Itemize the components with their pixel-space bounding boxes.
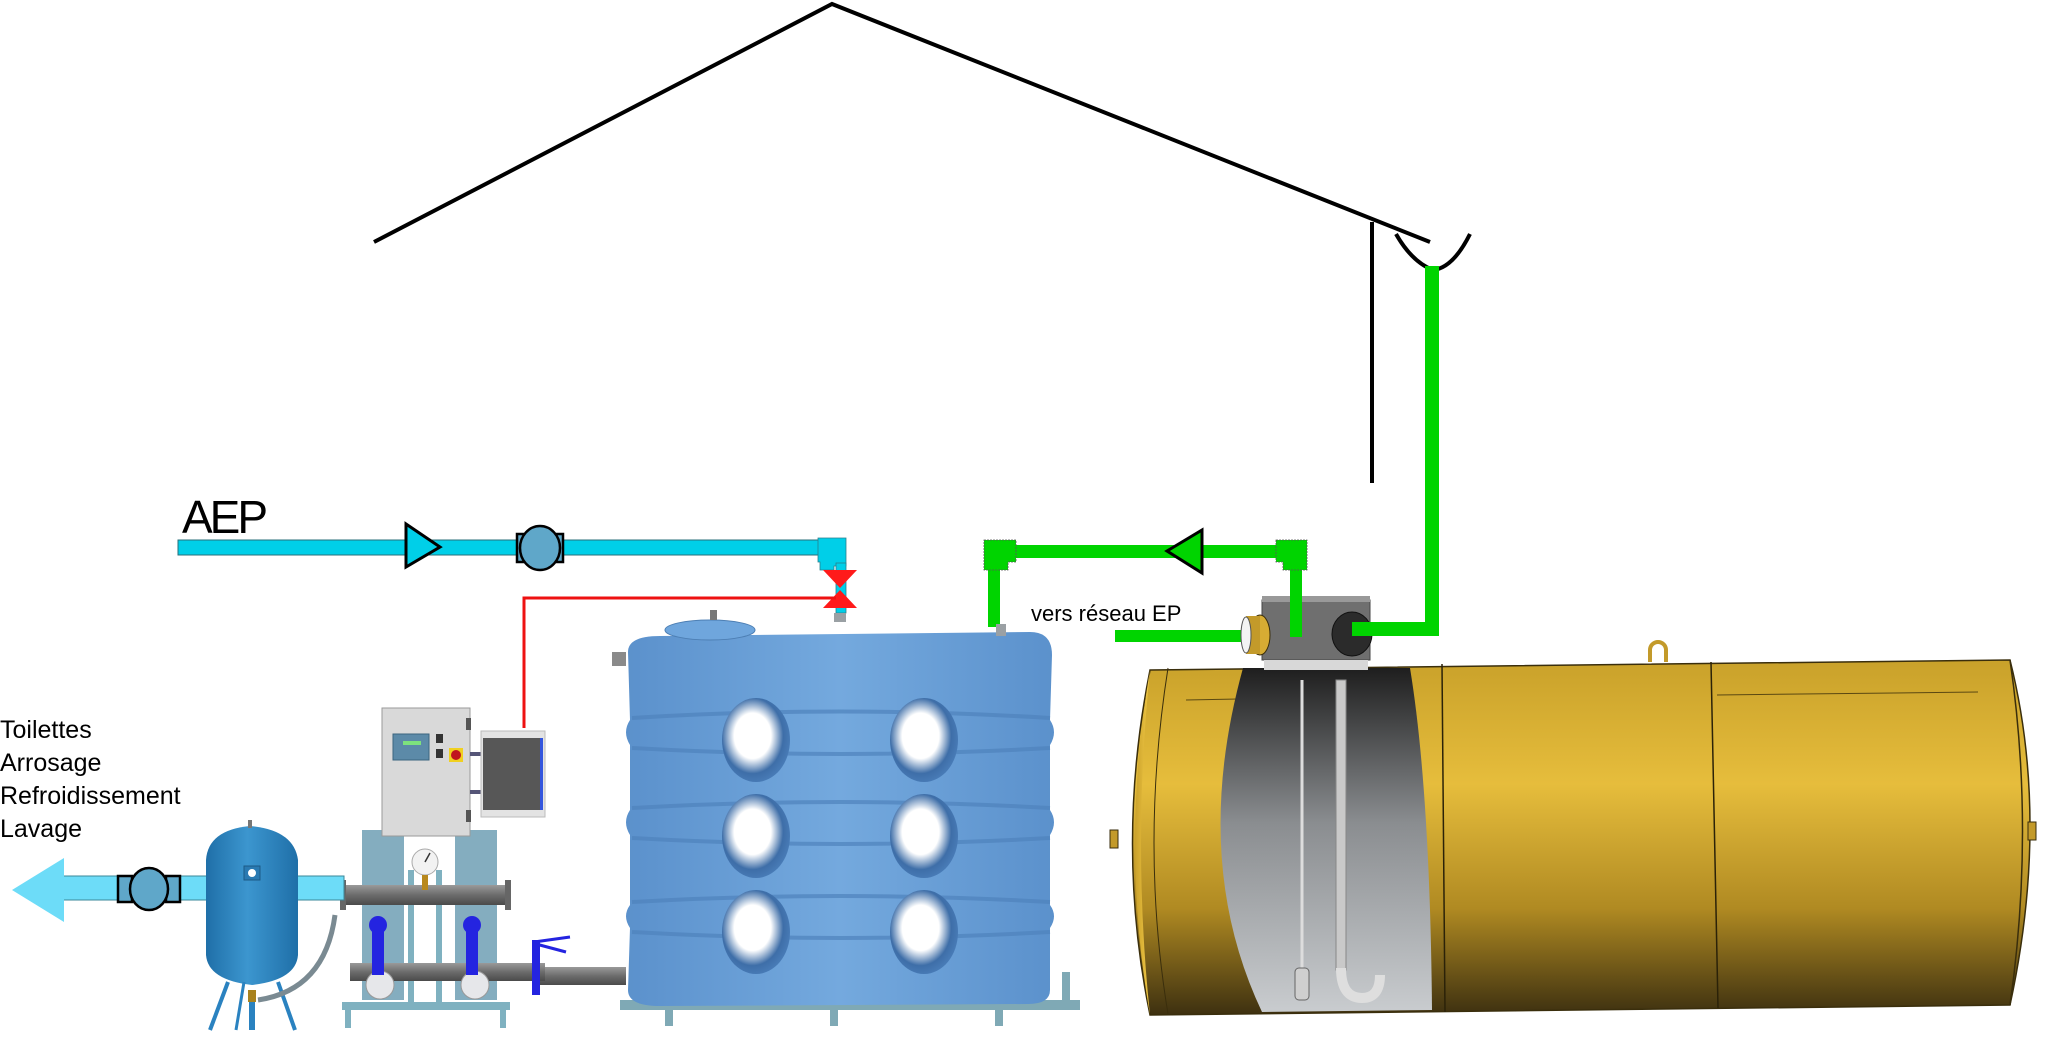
flow-direction-arrow-right (404, 521, 443, 570)
filter-riser-front (1290, 580, 1302, 637)
buffer-tank (612, 610, 1080, 1026)
control-cabinet (381, 707, 471, 837)
rainwater-piping (983, 266, 1439, 642)
green-drop-pipe (988, 555, 1000, 627)
aep-tank-nozzle (834, 613, 846, 622)
tank-ribs (631, 709, 1051, 940)
aep-pipe (177, 539, 834, 556)
suction-pipe (540, 967, 626, 985)
underground-tank (1109, 640, 2037, 1016)
green-elbow-right (1275, 539, 1308, 571)
outlet-line (12, 820, 345, 1031)
level-display (470, 730, 546, 818)
usage-item: Toilettes (0, 716, 92, 744)
ep-network-label: vers réseau EP (1031, 601, 1182, 626)
gutter (1394, 233, 1472, 273)
green-elbow-left (983, 539, 1017, 571)
usage-item: Arrosage (0, 749, 102, 777)
outlet-direction-arrow (12, 858, 64, 922)
aep-supply (177, 521, 857, 622)
usage-list: Toilettes Arrosage Refroidissement Lavag… (0, 714, 181, 846)
overflow-to-network-pipe (1115, 630, 1250, 642)
usage-item: Refroidissement (0, 782, 181, 810)
green-horizontal-pipe (990, 545, 1295, 558)
control-signal-line (522, 596, 836, 728)
outlet-pipe (61, 875, 345, 901)
building (373, 1, 1472, 483)
makeup-solenoid-valve (823, 570, 857, 608)
usage-item: Lavage (0, 815, 83, 843)
downpipe-inlet-front (1352, 622, 1439, 636)
water-meter-supply (515, 524, 565, 572)
flow-direction-arrow-left (1164, 527, 1204, 576)
booster-pump-set (340, 707, 571, 1028)
downpipe (1425, 266, 1439, 636)
aep-label: AEP (182, 491, 268, 543)
tank-cutaway (1220, 668, 1432, 1012)
building-roof (373, 1, 1431, 244)
expansion-vessel (206, 820, 338, 1031)
water-meter-outlet (116, 866, 182, 912)
